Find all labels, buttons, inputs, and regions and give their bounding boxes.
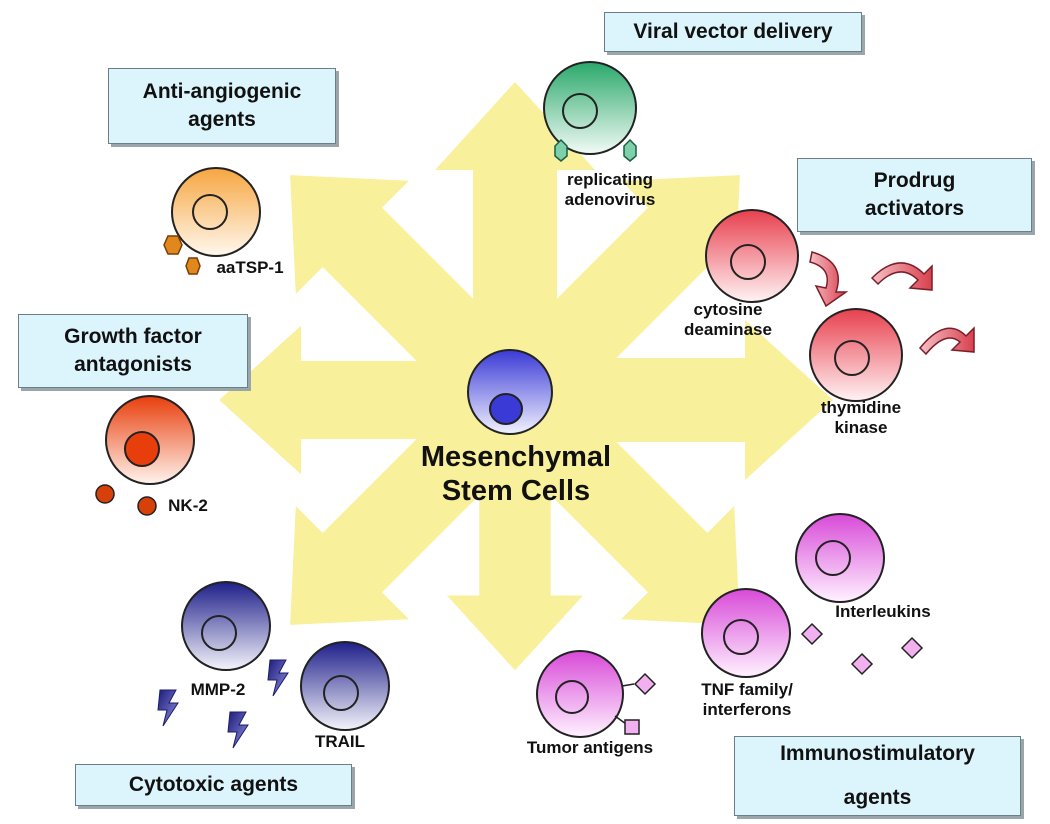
label-trail: TRAIL — [314, 732, 366, 751]
anti-angiogenic-cell — [163, 167, 261, 275]
msc-cell — [467, 349, 553, 435]
category-anti-angiogenic: Anti-angiogenic agents — [108, 68, 336, 144]
curved-arrow-icon — [809, 251, 849, 308]
category-cytotoxic: Cytotoxic agents — [75, 764, 352, 806]
cytosine-deaminase-cell — [705, 209, 799, 303]
aatsp-molecule-icon — [163, 235, 183, 255]
lightning-icon — [157, 689, 179, 727]
tnf-family-cell — [701, 588, 791, 678]
center-title: Mesenchymal Stem Cells — [420, 441, 612, 508]
mmp2-cell — [181, 581, 271, 671]
antigen-square-icon — [624, 719, 640, 735]
label-adenovirus: replicating adenovirus — [564, 170, 656, 210]
growth-factor-cell — [95, 395, 195, 516]
tumor-antigen-cell — [536, 650, 657, 738]
label-thymidine-kinase: thymidine kinase — [820, 398, 902, 438]
nk2-molecule-icon — [137, 496, 157, 516]
nk2-molecule-icon — [95, 484, 115, 504]
interleukins-cell — [795, 513, 885, 603]
antigen-diamond-icon — [633, 672, 657, 696]
category-prodrug-activators: Prodrug activators — [797, 158, 1032, 232]
label-tumor-antigens: Tumor antigens — [526, 738, 654, 757]
adenovirus-icon — [554, 138, 568, 162]
adenovirus-icon — [623, 138, 637, 162]
curved-arrow-icon — [918, 326, 975, 356]
label-mmp2: MMP-2 — [190, 680, 246, 699]
curved-arrow-icon — [870, 262, 933, 291]
label-tnf-family: TNF family/ interferons — [701, 680, 793, 720]
viral-vector-cell — [543, 61, 637, 162]
cytokine-diamond-icon — [900, 636, 924, 660]
lightning-icon — [227, 711, 249, 749]
label-cytosine-deaminase: cytosine deaminase — [684, 300, 772, 340]
thymidine-kinase-cell — [809, 308, 903, 402]
cytokine-diamond-icon — [800, 622, 824, 646]
label-nk2: NK-2 — [168, 496, 208, 515]
cytokine-diamond-icon — [850, 652, 874, 676]
category-growth-factor: Growth factor antagonists — [18, 314, 248, 388]
label-interleukins: Interleukins — [835, 602, 931, 621]
category-viral-vector: Viral vector delivery — [604, 12, 862, 52]
lightning-icon — [267, 659, 289, 697]
trail-cell — [300, 641, 390, 731]
category-immunostimulatory: Immunostimulatory agents — [734, 736, 1021, 816]
label-aatsp1: aaTSP-1 — [216, 258, 284, 277]
aatsp-molecule-icon — [185, 257, 201, 275]
prodrug-conversion-arrows — [809, 251, 975, 356]
